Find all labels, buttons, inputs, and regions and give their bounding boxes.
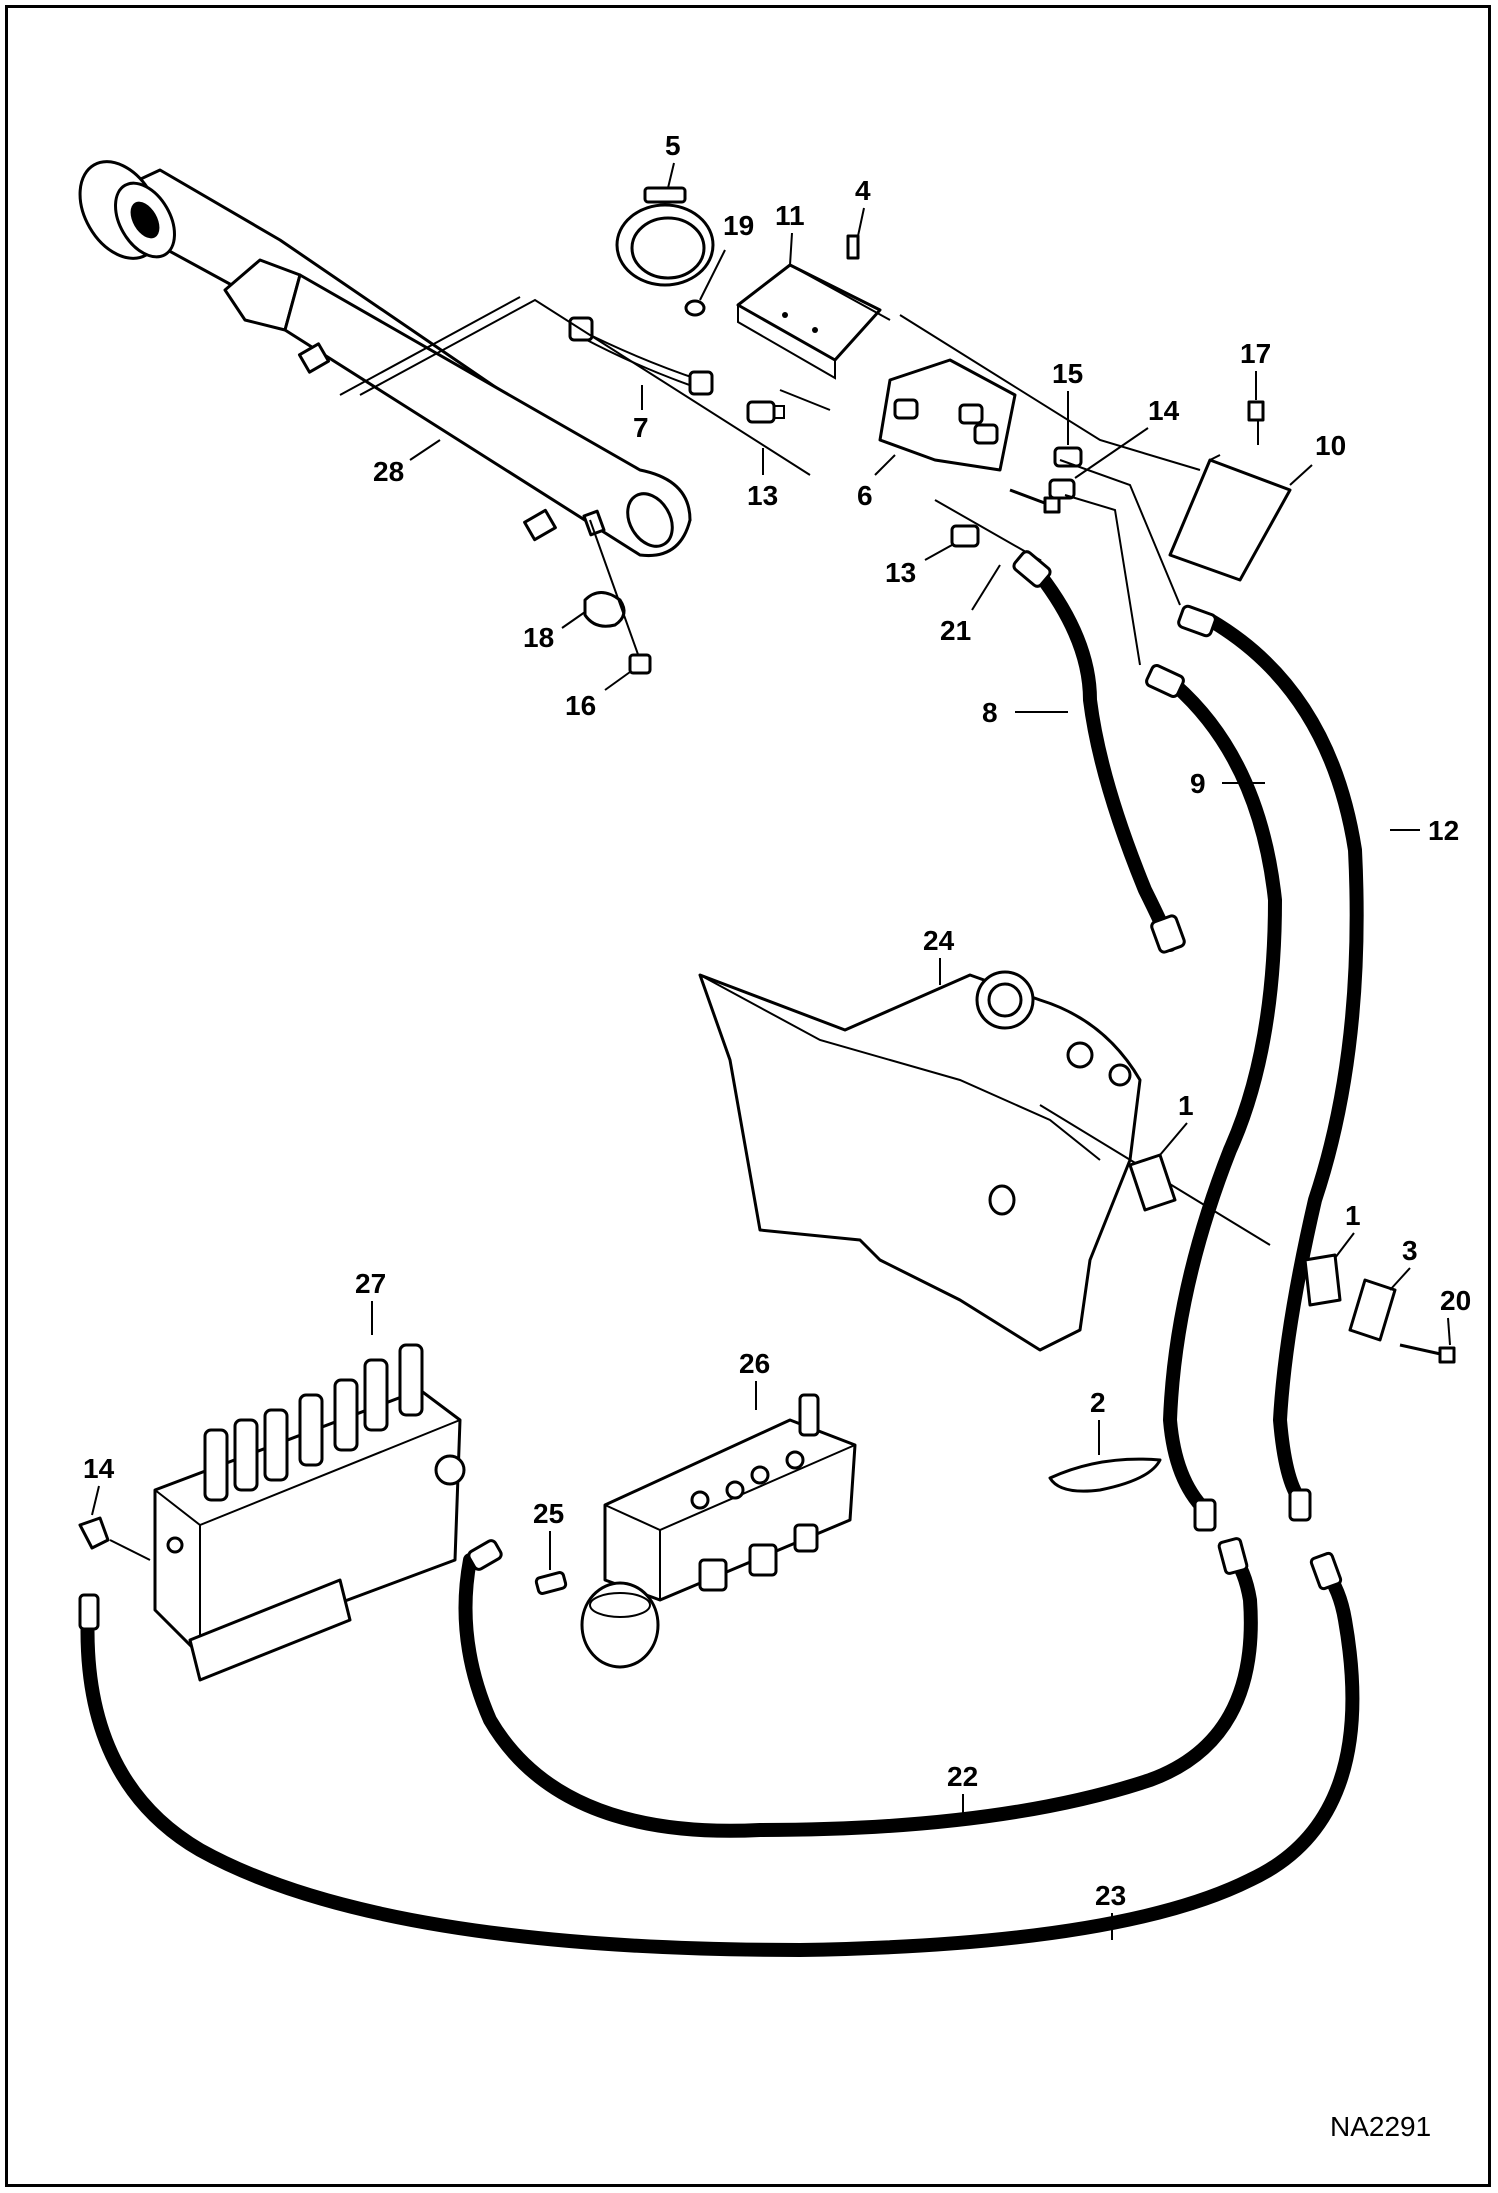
hose-part-8: [1012, 550, 1186, 954]
leader-18: [561, 611, 586, 629]
callout-5: 5: [665, 130, 681, 161]
clip-part-1-b: [1303, 1253, 1342, 1307]
bracket-part-11: [736, 263, 891, 411]
callout-9: 9: [1190, 768, 1206, 799]
callouts: 1 1 2 3 4 5 6 7 8 9 10 11 12 13 13 14 14…: [83, 130, 1471, 1940]
callout-2: 2: [1090, 1387, 1106, 1418]
hose-part-9: [1145, 663, 1282, 1532]
boom-bracket-part-24: [698, 970, 1271, 1352]
callout-8: 8: [982, 697, 998, 728]
leader-6: [874, 454, 896, 476]
fitting-part-13-b: [950, 524, 980, 548]
callout-6: 6: [857, 480, 873, 511]
screw-part-17: [1247, 400, 1265, 422]
callout-4: 4: [855, 175, 871, 206]
callout-27: 27: [355, 1268, 386, 1299]
bolt-part-21: [1009, 488, 1061, 514]
cylinder-part-28: [78, 160, 692, 558]
callout-1: 1: [1345, 1200, 1361, 1231]
leader-21: [971, 564, 1001, 611]
callout-13: 13: [885, 557, 916, 588]
callout-18: 18: [523, 622, 554, 653]
manifold-part-26: [603, 1393, 857, 1602]
callout-10: 10: [1315, 430, 1346, 461]
leader-19: [699, 249, 726, 301]
leader-10: [1289, 464, 1313, 486]
leader-11: [789, 232, 793, 266]
leader-14: [91, 1485, 100, 1516]
callout-14: 14: [83, 1453, 115, 1484]
callout-15: 15: [1052, 358, 1083, 389]
leader-28: [409, 439, 441, 461]
shield-part-10: [1168, 454, 1292, 582]
valve-spools: [203, 1343, 424, 1502]
callout-21: 21: [940, 615, 971, 646]
hose-part-23: [78, 1551, 1360, 1957]
hose-part-22: [458, 1537, 1258, 1838]
cable-tie-part-2: [1048, 1457, 1162, 1493]
callout-3: 3: [1402, 1235, 1418, 1266]
callout-26: 26: [739, 1348, 770, 1379]
callout-7: 7: [633, 412, 649, 443]
leader-4: [857, 207, 865, 237]
leader-20: [1447, 1317, 1451, 1346]
drawing-code: NA2291: [1330, 2111, 1431, 2142]
fitting-part-14-lower: [78, 1516, 151, 1561]
leader-1: [1159, 1122, 1188, 1156]
callout-14: 14: [1148, 395, 1180, 426]
callout-19: 19: [723, 210, 754, 241]
callout-13: 13: [747, 480, 778, 511]
callout-22: 22: [947, 1761, 978, 1792]
screw-part-4: [846, 234, 860, 260]
callout-16: 16: [565, 690, 596, 721]
accumulator: [580, 1581, 660, 1669]
leader-5: [667, 162, 675, 189]
callout-1: 1: [1178, 1090, 1194, 1121]
leader-3: [1389, 1267, 1411, 1291]
callout-20: 20: [1440, 1285, 1471, 1316]
bolt-part-20: [1399, 1343, 1456, 1364]
tube-part-7: [568, 316, 714, 396]
leader-14: [1074, 427, 1149, 479]
leader-lines-upper: [339, 296, 1259, 666]
callout-11: 11: [775, 200, 805, 231]
valve-block-part-6: [878, 358, 1017, 472]
callout-23: 23: [1095, 1880, 1126, 1911]
plate-part-3: [1348, 1278, 1397, 1342]
callout-25: 25: [533, 1498, 564, 1529]
leader-1: [1334, 1232, 1355, 1259]
callout-28: 28: [373, 456, 404, 487]
control-valve-part-27: [153, 1343, 466, 1682]
fitting-part-25: [534, 1571, 568, 1595]
leader-16: [604, 671, 631, 691]
fitting-part-13-a: [746, 400, 785, 424]
clip-part-1-a: [1128, 1153, 1177, 1212]
fitting-part-14-upper: [1048, 478, 1076, 500]
leader-13: [924, 544, 953, 561]
callout-17: 17: [1240, 338, 1271, 369]
hose-part-12: [1177, 604, 1364, 1522]
band-clamp-part-5: [615, 186, 715, 287]
callout-24: 24: [923, 925, 955, 956]
callout-12: 12: [1428, 815, 1459, 846]
nut-part-19: [684, 299, 706, 317]
clamp-part-18: [583, 519, 652, 675]
